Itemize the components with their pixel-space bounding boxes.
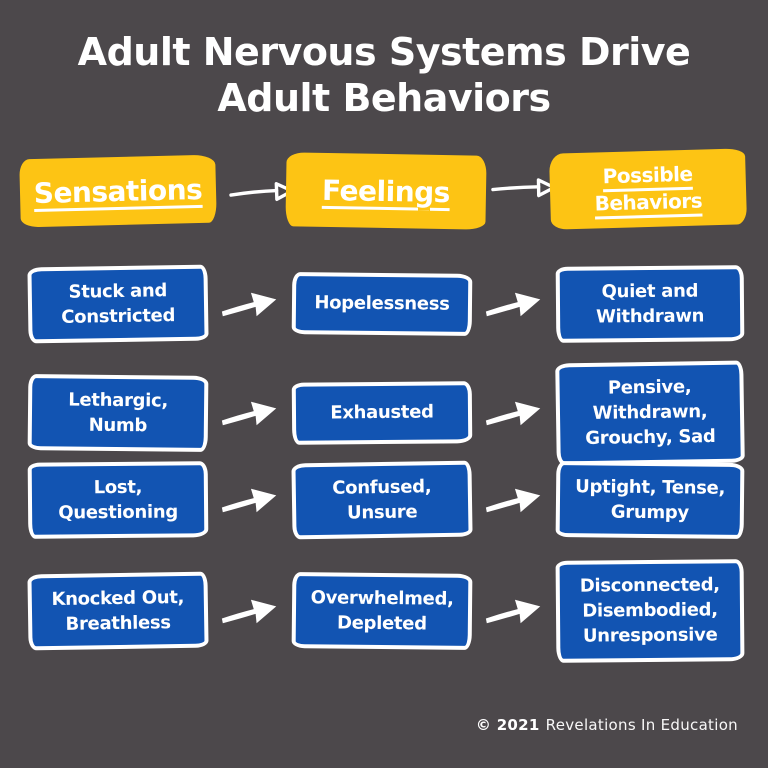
page-title: Adult Nervous Systems Drive Adult Behavi… — [77, 30, 691, 120]
feeling-box: Hopelessness — [291, 272, 473, 337]
copyright-year: © 2021 — [475, 716, 540, 734]
sensation-box: Stuck and Constricted — [27, 264, 209, 344]
arrow-right-icon — [227, 174, 298, 210]
header-possible-behaviors-label: Possible Behaviors — [594, 161, 703, 216]
arrow-right-icon — [490, 170, 561, 205]
sensation-box: Knocked Out, Breathless — [27, 571, 209, 651]
arrow-right-icon — [472, 394, 556, 432]
behavior-box: Quiet and Withdrawn — [555, 265, 745, 344]
arrow-right-icon — [208, 394, 292, 432]
matrix-row: Lost, Questioning Confused, Unsure Uptig… — [27, 460, 745, 540]
brand-name: Revelations In Education — [545, 716, 738, 734]
arrow-right-icon — [472, 285, 556, 323]
matrix-row: Stuck and Constricted Hopelessness Quiet… — [27, 264, 745, 344]
feeling-box: Exhausted — [291, 380, 473, 445]
sensation-box: Lethargic, Numb — [27, 373, 209, 452]
copyright-footer: © 2021 Revelations In Education — [476, 716, 738, 734]
arrow-right-icon — [208, 285, 292, 323]
behavior-box: Pensive, Withdrawn, Grouchy, Sad — [555, 360, 745, 466]
sensation-box: Lost, Questioning — [27, 461, 209, 540]
arrow-right-icon — [472, 481, 556, 519]
arrow-right-icon — [208, 592, 292, 630]
arrow-right-icon — [208, 481, 292, 519]
header-possible-behaviors: Possible Behaviors — [548, 148, 748, 230]
header-sensations: Sensations — [19, 154, 217, 228]
behavior-box: Uptight, Tense, Grumpy — [555, 461, 745, 540]
header-sensations-label: Sensations — [33, 172, 203, 210]
feeling-box: Overwhelmed, Depleted — [291, 571, 473, 650]
header-feelings: Feelings — [285, 152, 487, 230]
feeling-box: Confused, Unsure — [291, 460, 473, 540]
arrow-right-icon — [472, 592, 556, 630]
header-feelings-label: Feelings — [321, 173, 451, 209]
matrix-row: Lethargic, Numb Exhausted Pensive, Withd… — [27, 360, 745, 466]
behavior-box: Disconnected, Disembodied, Unresponsive — [555, 559, 745, 663]
matrix-row: Knocked Out, Breathless Overwhelmed, Dep… — [27, 559, 745, 663]
